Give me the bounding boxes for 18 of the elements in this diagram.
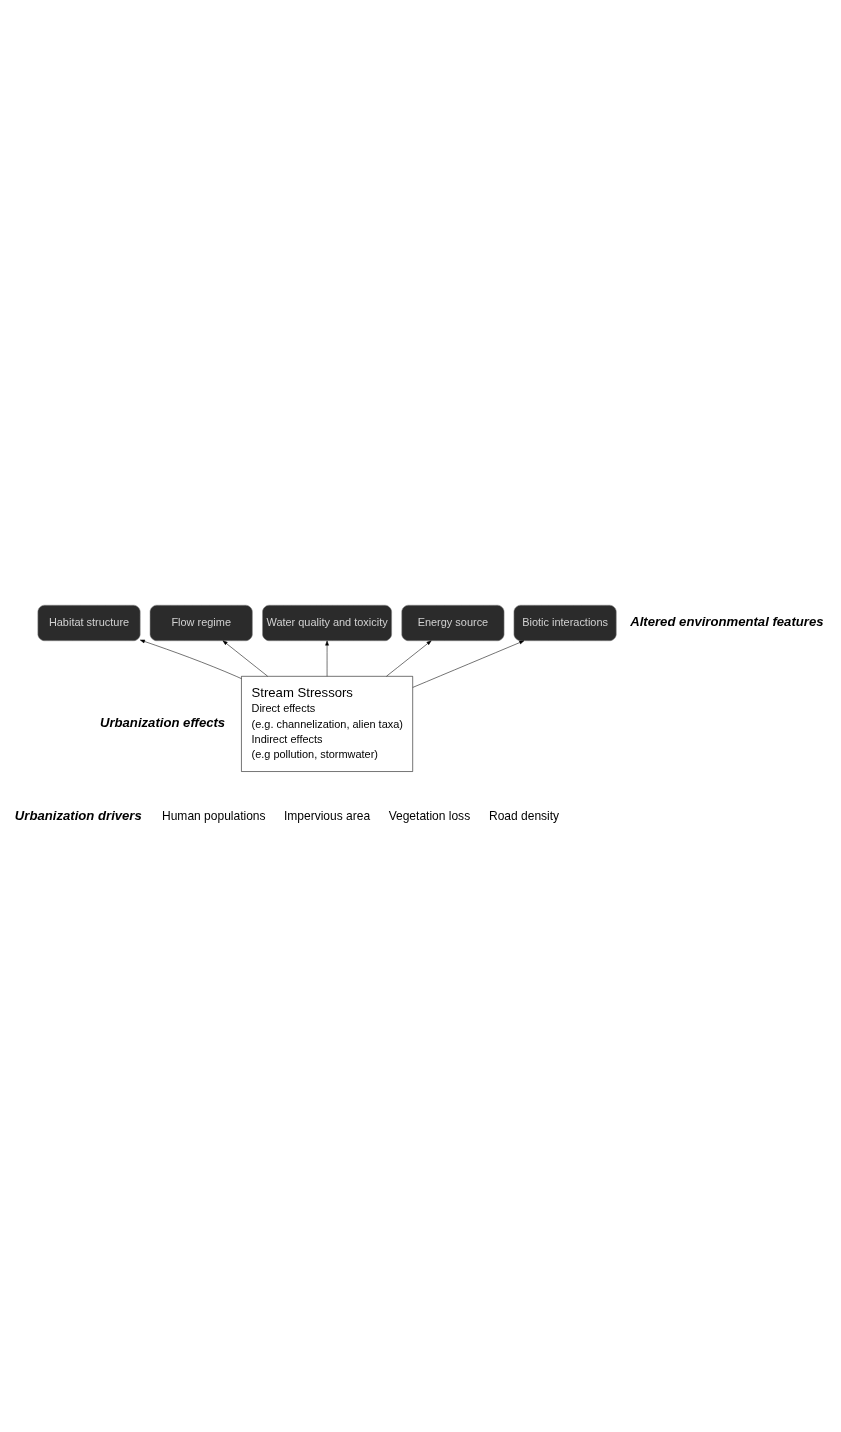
arrow (386, 640, 432, 677)
label: Altered environmental features (630, 613, 824, 629)
label: Road density (488, 809, 560, 824)
label: Urbanization drivers (14, 807, 142, 823)
label: Impervious area (283, 809, 371, 824)
arrow (325, 640, 329, 677)
node-box: Energy source (401, 604, 505, 642)
arrow (412, 640, 525, 688)
node-box: Biotic interactions (513, 604, 617, 642)
arrow (222, 640, 268, 677)
label: Human populations (162, 809, 266, 824)
node-box: Water quality and toxicity (262, 604, 392, 642)
label: Vegetation loss (388, 809, 471, 824)
label: Urbanization effects (99, 714, 226, 730)
node-box: Habitat structure (37, 604, 141, 642)
node-box: Flow regime (149, 604, 253, 642)
arrow (140, 639, 242, 679)
node-box: Stream Stressors Direct effects (e.g. channelization, alien taxa) Indirect effects (e.g pollution, stormwater) (241, 676, 413, 772)
